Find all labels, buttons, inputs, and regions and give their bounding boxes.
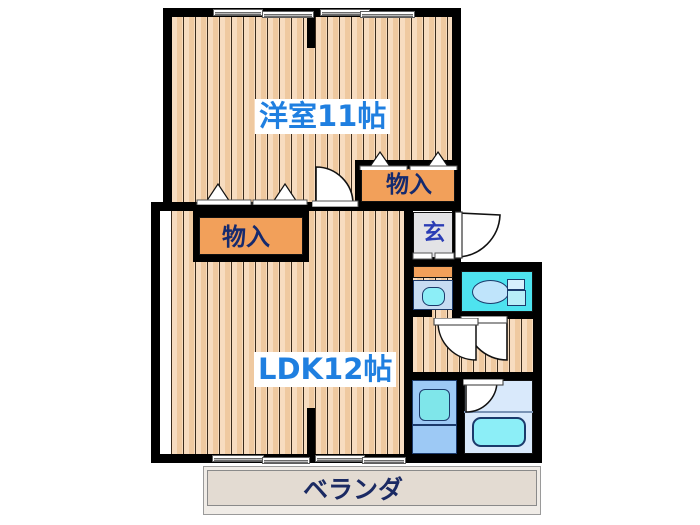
- wall-ldk-right: [404, 210, 413, 463]
- exterior-wall-left-lower: [151, 202, 160, 463]
- front-door: [455, 211, 501, 259]
- wall-toilet-bottom: [452, 311, 533, 319]
- window-bedroom-left2: [262, 11, 314, 18]
- wall-above-toilet: [452, 262, 542, 271]
- ldk-floor-left: [171, 210, 199, 460]
- toilet-side-counter: [507, 290, 526, 306]
- ldk-label: LDK12帖: [254, 352, 397, 387]
- window-bedroom-right2: [360, 11, 415, 18]
- entrance-label: 玄: [423, 221, 446, 246]
- exterior-wall-right-lower: [533, 262, 542, 463]
- kitchen-counter-divider: [412, 424, 457, 426]
- toilet-bowl: [472, 280, 509, 304]
- closet-right: [361, 168, 455, 202]
- entrance-tile: [413, 212, 453, 258]
- wall-kitchen-top: [404, 372, 465, 380]
- window-ldk-left2: [262, 457, 310, 464]
- closet-left: [199, 217, 303, 255]
- bathtub: [472, 417, 526, 447]
- closet-right-door-marks: [359, 150, 458, 170]
- wall-kitchen-left: [404, 372, 413, 463]
- wall-genkan-bottom: [404, 258, 461, 266]
- door-bedroom-ldk: [312, 166, 359, 207]
- wall-pillar-bedroom: [307, 16, 315, 48]
- wall-wash-nub: [404, 266, 413, 316]
- balcony: [207, 470, 537, 506]
- window-bedroom-left: [213, 9, 263, 16]
- exterior-wall-right-upper: [452, 8, 461, 216]
- wall-bedroom-ldk: [163, 202, 413, 211]
- washbasin-bowl: [422, 287, 445, 306]
- exterior-wall-left-jog: [151, 202, 172, 211]
- ldk-hallway-door: [433, 318, 479, 361]
- wall-wash-toilet: [452, 266, 461, 318]
- wall-pillar-ldk: [307, 408, 315, 454]
- closet-left-door-marks: [196, 182, 308, 205]
- wall-wash-nub2: [404, 309, 432, 317]
- shoe-cabinet: [413, 266, 453, 278]
- wall-kitchen-bath: [457, 372, 465, 463]
- toilet-tank: [507, 279, 525, 290]
- exterior-wall-left-upper: [163, 8, 172, 210]
- balcony-label: ベランダ: [303, 475, 404, 504]
- window-ldk-right: [315, 455, 365, 462]
- kitchen-sink: [419, 389, 450, 421]
- window-ldk-left: [212, 455, 264, 462]
- wall-bath-top: [465, 372, 533, 380]
- entrance-step-marks: [412, 252, 455, 260]
- window-ldk-right2: [362, 457, 406, 464]
- western-room-label: 洋室11帖: [255, 99, 391, 134]
- bathroom-door: [463, 379, 504, 413]
- bathroom-divider: [464, 411, 533, 413]
- closet-left-label: 物入: [222, 223, 270, 251]
- closet-right-label: 物入: [386, 172, 432, 198]
